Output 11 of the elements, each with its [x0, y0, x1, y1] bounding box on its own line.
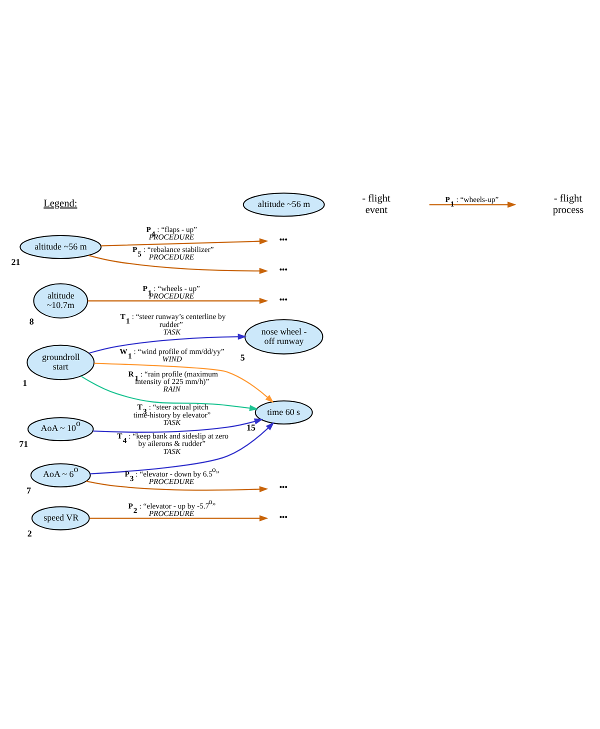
node-label: 71: [19, 438, 28, 449]
node-label: 2: [27, 528, 32, 538]
node-label: 5: [240, 352, 245, 362]
label: Legend:: [44, 198, 78, 209]
node-label: 21: [11, 256, 20, 267]
legend-label: - flight process: [552, 192, 584, 216]
node-label: 15: [246, 422, 256, 432]
node-label: 1: [22, 378, 28, 388]
node-label: 8: [29, 316, 34, 326]
node-label: 7: [26, 484, 32, 495]
legend-label: - flight event: [362, 192, 390, 216]
